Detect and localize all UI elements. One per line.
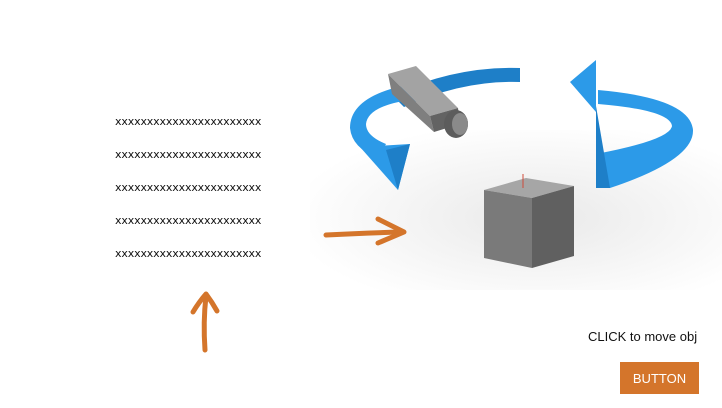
hand-drawn-arrow-right-icon	[323, 216, 407, 246]
move-object-hint: CLICK to move obj	[588, 329, 698, 344]
hand-drawn-arrow-up-icon	[190, 291, 220, 353]
cube-object-icon	[484, 174, 574, 268]
action-button[interactable]: BUTTON	[620, 362, 699, 394]
text-list: xxxxxxxxxxxxxxxxxxxxxxx xxxxxxxxxxxxxxxx…	[115, 112, 285, 277]
text-line: xxxxxxxxxxxxxxxxxxxxxxx	[115, 214, 262, 227]
text-line: xxxxxxxxxxxxxxxxxxxxxxx	[115, 181, 262, 194]
rotation-arrow-right-icon	[570, 60, 694, 188]
camera-object-icon	[388, 66, 468, 138]
text-line: xxxxxxxxxxxxxxxxxxxxxxx	[115, 115, 262, 128]
text-line: xxxxxxxxxxxxxxxxxxxxxxx	[115, 247, 262, 260]
text-line: xxxxxxxxxxxxxxxxxxxxxxx	[115, 148, 262, 161]
rotation-arrow-left-icon	[350, 86, 410, 190]
